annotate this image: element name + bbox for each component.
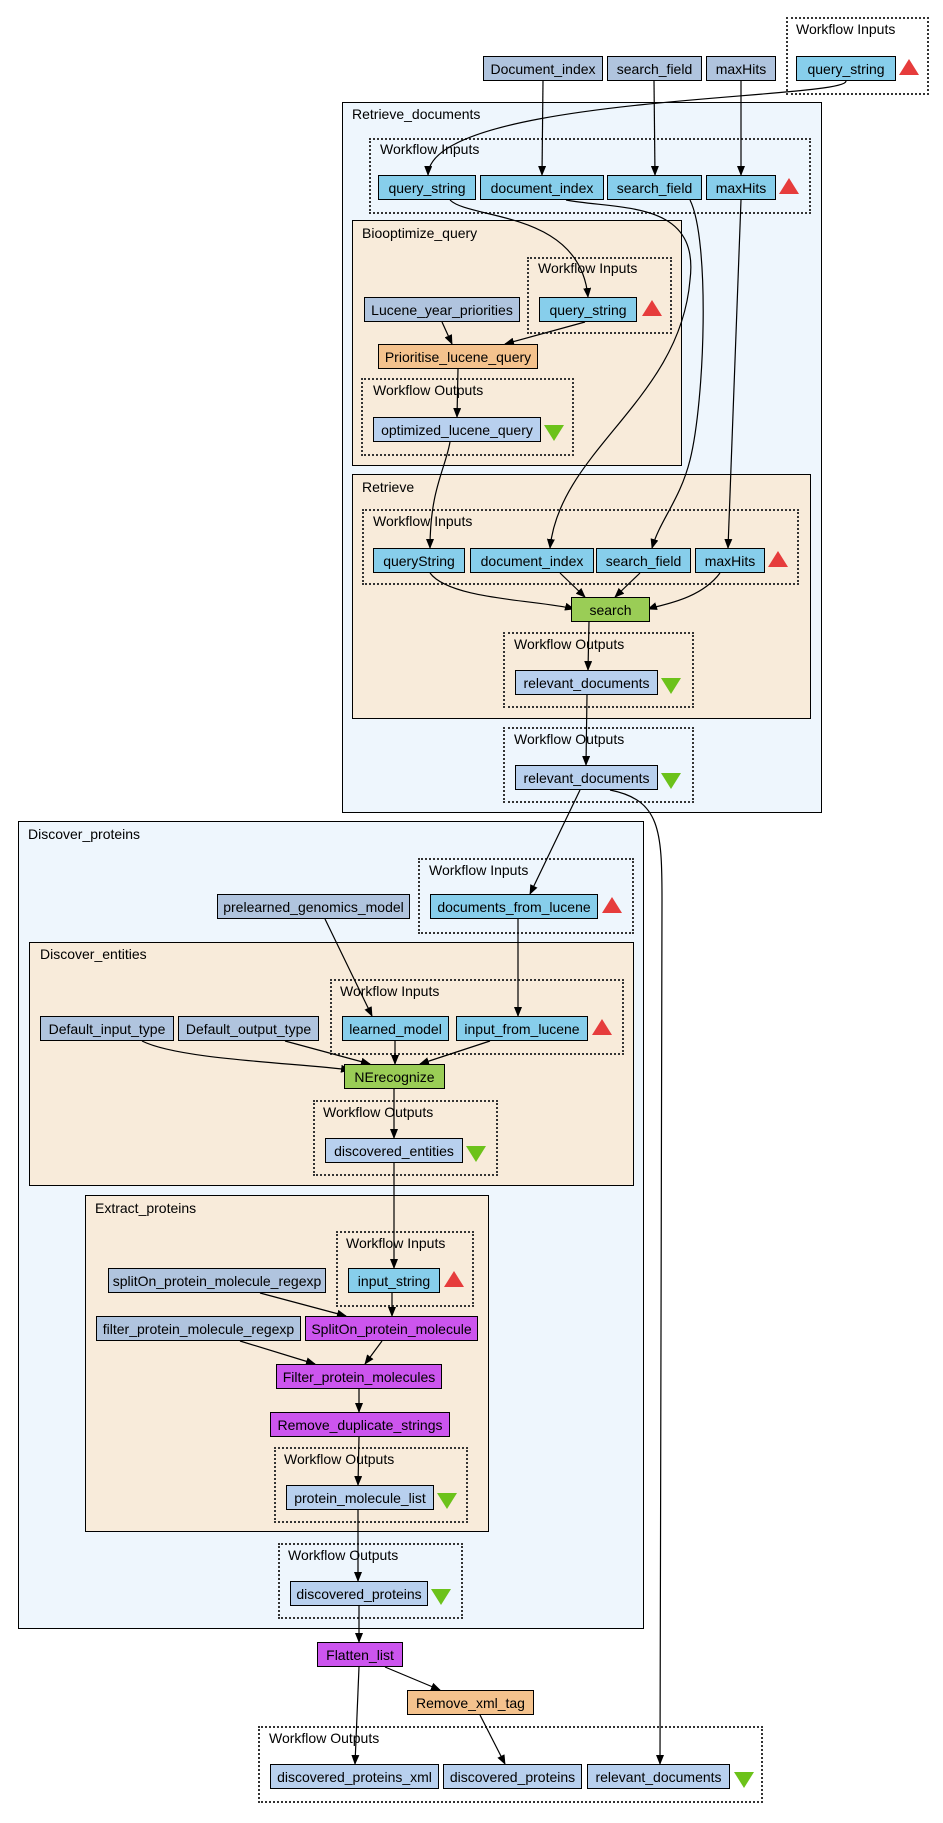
workflow-outputs-cluster-retrieve [503,632,694,708]
triangle-down-icon [661,773,681,789]
triangle-up-icon [642,300,662,316]
triangle-up-icon [768,551,788,567]
node-lucene-year-priorities[interactable]: Lucene_year_priorities [364,297,520,322]
node-input-from-lucene[interactable]: input_from_lucene [456,1016,588,1041]
workflow-inputs-label-discover-entities: Workflow Inputs [340,983,440,999]
node-document-index-rt[interactable]: document_index [470,548,594,573]
workflow-outputs-cluster-final [258,1726,763,1803]
node-document-index-constant[interactable]: Document_index [483,56,603,81]
node-relevant-documents-rd[interactable]: relevant_documents [515,765,658,790]
group-label-biooptimize-query: Biooptimize_query [362,225,478,241]
workflow-inputs-label-retrieve: Workflow Inputs [373,513,473,529]
node-nerecognize[interactable]: NErecognize [344,1064,445,1089]
node-spliton-protein-molecule-regexp[interactable]: splitOn_protein_molecule_regexp [108,1268,326,1293]
workflow-outputs-cluster-discover-proteins [278,1543,463,1619]
node-spliton-protein-molecule[interactable]: SplitOn_protein_molecule [305,1316,478,1341]
node-remove-duplicate-strings[interactable]: Remove_duplicate_strings [270,1412,450,1437]
group-label-retrieve: Retrieve [362,479,415,495]
node-search-field-rt[interactable]: search_field [596,548,691,573]
triangle-up-icon [444,1271,464,1287]
group-label-extract-proteins: Extract_proteins [95,1200,197,1216]
workflow-outputs-cluster-discover-entities [313,1100,498,1176]
workflow-outputs-label-retrieve: Workflow Outputs [514,636,625,652]
node-query-string-rd[interactable]: query_string [378,175,476,200]
node-querystring-rt[interactable]: queryString [373,548,465,573]
workflow-inputs-label-top: Workflow Inputs [796,21,896,37]
edge-flatten-to-remove-xml-tag [384,1666,441,1691]
workflow-inputs-label-discover-proteins: Workflow Inputs [429,862,529,878]
triangle-down-icon [466,1146,486,1162]
node-maxhits-rd[interactable]: maxHits [706,175,776,200]
workflow-inputs-cluster-top [786,17,929,95]
workflow-outputs-label-final: Workflow Outputs [269,1730,380,1746]
triangle-down-icon [734,1772,754,1788]
node-discovered-proteins-output[interactable]: discovered_proteins [443,1764,582,1789]
triangle-up-icon [779,178,799,194]
node-prioritise-lucene-query[interactable]: Prioritise_lucene_query [378,344,538,369]
node-query-string-bo[interactable]: query_string [539,297,637,322]
node-filter-protein-molecule-regexp[interactable]: filter_protein_molecule_regexp [96,1316,301,1341]
triangle-up-icon [899,59,919,75]
workflow-outputs-label-retrieve-documents: Workflow Outputs [514,731,625,747]
node-discovered-proteins-xml-output[interactable]: discovered_proteins_xml [270,1764,439,1789]
node-prelearned-genomics-model[interactable]: prelearned_genomics_model [217,894,410,919]
node-filter-protein-molecules[interactable]: Filter_protein_molecules [276,1364,442,1389]
node-default-input-type[interactable]: Default_input_type [40,1016,174,1041]
node-relevant-documents-rt[interactable]: relevant_documents [515,670,658,695]
node-discovered-proteins-dp[interactable]: discovered_proteins [290,1581,428,1606]
node-discovered-entities[interactable]: discovered_entities [325,1138,463,1163]
node-relevant-documents-output[interactable]: relevant_documents [587,1764,730,1789]
workflow-outputs-label-discover-entities: Workflow Outputs [323,1104,434,1120]
triangle-up-icon [592,1019,612,1035]
node-input-string[interactable]: input_string [348,1268,440,1293]
group-label-discover-entities: Discover_entities [40,946,147,962]
node-maxhits-rt[interactable]: maxHits [695,548,765,573]
node-remove-xml-tag[interactable]: Remove_xml_tag [407,1690,534,1715]
node-search-field-constant[interactable]: search_field [607,56,702,81]
workflow-outputs-label-extract-proteins: Workflow Outputs [284,1451,395,1467]
node-query-string-top-input[interactable]: query_string [796,56,896,81]
triangle-down-icon [544,425,564,441]
node-maxhits-constant[interactable]: maxHits [706,56,776,81]
workflow-outputs-cluster-retrieve-documents [503,727,694,803]
node-protein-molecule-list[interactable]: protein_molecule_list [286,1485,434,1510]
node-search-service[interactable]: search [571,597,650,622]
workflow-outputs-label-discover-proteins: Workflow Outputs [288,1547,399,1563]
group-label-discover-proteins: Discover_proteins [28,826,141,842]
workflow-outputs-cluster-extract-proteins [274,1447,468,1523]
workflow-inputs-label-biooptimize: Workflow Inputs [538,260,638,276]
triangle-down-icon [431,1589,451,1605]
workflow-outputs-label-biooptimize: Workflow Outputs [373,382,484,398]
workflow-inputs-label-retrieve-documents: Workflow Inputs [380,141,480,157]
node-document-index-rd[interactable]: document_index [480,175,604,200]
triangle-up-icon [602,897,622,913]
group-label-retrieve-documents: Retrieve_documents [352,106,481,122]
workflow-inputs-cluster-extract-proteins [336,1231,474,1307]
node-default-output-type[interactable]: Default_output_type [178,1016,319,1041]
triangle-down-icon [661,678,681,694]
workflow-inputs-label-extract-proteins: Workflow Inputs [346,1235,446,1251]
node-documents-from-lucene[interactable]: documents_from_lucene [430,894,598,919]
node-search-field-rd[interactable]: search_field [607,175,702,200]
triangle-down-icon [437,1493,457,1509]
node-flatten-list[interactable]: Flatten_list [317,1642,403,1667]
node-learned-model[interactable]: learned_model [342,1016,449,1041]
node-optimized-lucene-query[interactable]: optimized_lucene_query [373,417,541,442]
